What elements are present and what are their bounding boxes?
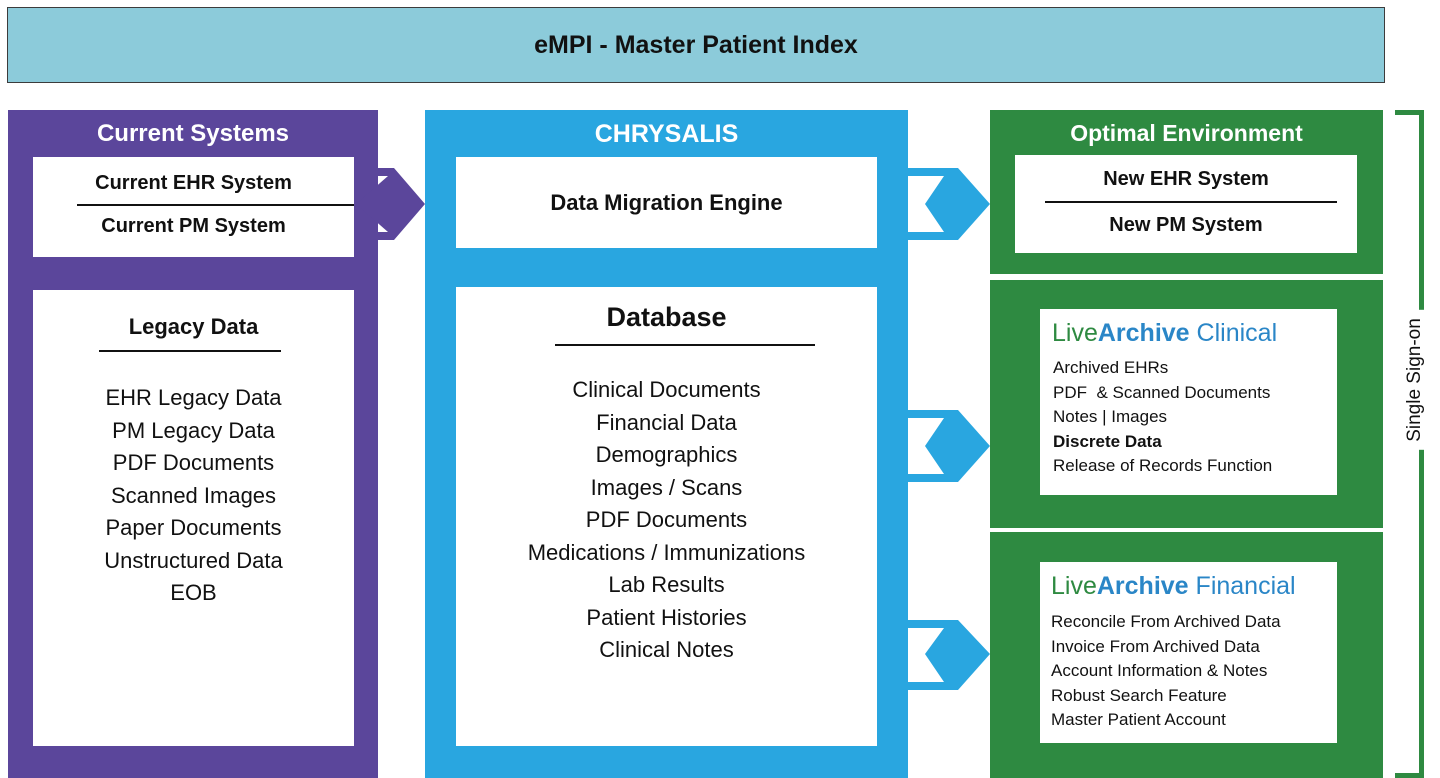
divider bbox=[99, 350, 281, 352]
chrysalis-panel: CHRYSALIS Data Migration Engine Database… bbox=[425, 110, 908, 778]
list-item: Demographics bbox=[595, 442, 738, 467]
logo-live: Live bbox=[1052, 319, 1098, 347]
list-item: Financial Data bbox=[596, 409, 737, 435]
logo-suffix: Financial bbox=[1195, 572, 1296, 600]
list-item: Medications / Immunizations bbox=[527, 539, 806, 565]
chrysalis-title: CHRYSALIS bbox=[594, 120, 739, 148]
sso-bracket-bottom bbox=[1395, 773, 1424, 778]
list-item: Robust Search Feature bbox=[1051, 685, 1227, 705]
logo-suffix: Clinical bbox=[1196, 319, 1278, 347]
new-systems-box: New EHR System New PM System bbox=[1015, 155, 1357, 253]
livearchive-financial-panel: LiveArchive Financial Reconcile From Arc… bbox=[990, 532, 1383, 778]
livearchive-financial-logo: LiveArchive Financial bbox=[1051, 572, 1296, 601]
legacy-data-title: Legacy Data bbox=[128, 314, 259, 339]
list-item: PDF & Scanned Documents bbox=[1053, 382, 1271, 402]
current-ehr-label: Current EHR System bbox=[95, 172, 292, 194]
current-systems-title: Current Systems bbox=[96, 120, 290, 147]
list-item: Reconcile From Archived Data bbox=[1051, 612, 1281, 631]
legacy-data-list: EHR Legacy Data PM Legacy Data PDF Docum… bbox=[33, 382, 354, 610]
empi-title: eMPI - Master Patient Index bbox=[534, 30, 858, 59]
livearchive-clinical-box: LiveArchive Clinical Archived EHRs PDF &… bbox=[1040, 309, 1337, 495]
legacy-data-box: Legacy Data EHR Legacy Data PM Legacy Da… bbox=[33, 290, 354, 746]
livearchive-clinical-logo: LiveArchive Clinical bbox=[1052, 319, 1277, 348]
list-item: Lab Results bbox=[608, 572, 725, 597]
list-item: PDF Documents bbox=[585, 507, 748, 532]
logo-archive: Archive bbox=[1096, 572, 1189, 600]
logo-archive: Archive bbox=[1097, 319, 1190, 347]
empi-header: eMPI - Master Patient Index bbox=[7, 7, 1385, 83]
list-item: Account Information & Notes bbox=[1051, 661, 1268, 680]
list-item: Discrete Data bbox=[1053, 431, 1162, 451]
list-item: PDF Documents bbox=[112, 450, 275, 475]
list-item: EHR Legacy Data bbox=[105, 385, 282, 410]
livearchive-financial-box: LiveArchive Financial Reconcile From Arc… bbox=[1040, 562, 1337, 743]
migration-engine-label: Data Migration Engine bbox=[550, 189, 783, 215]
arrow-current-to-chrysalis bbox=[356, 168, 425, 240]
sso-bracket-top bbox=[1395, 110, 1424, 115]
list-item: PM Legacy Data bbox=[112, 417, 275, 443]
livearchive-clinical-panel: LiveArchive Clinical Archived EHRs PDF &… bbox=[990, 280, 1383, 528]
list-item: Scanned Images bbox=[110, 482, 277, 508]
list-item: Images / Scans bbox=[590, 474, 743, 500]
clinical-feature-list: Archived EHRs PDF & Scanned Documents No… bbox=[1053, 356, 1272, 479]
list-item: Clinical Documents bbox=[572, 377, 761, 402]
divider bbox=[77, 204, 354, 206]
new-ehr-label: New EHR System bbox=[1103, 168, 1269, 190]
optimal-environment-panel: Optimal Environment New EHR System New P… bbox=[990, 110, 1383, 274]
financial-feature-list: Reconcile From Archived Data Invoice Fro… bbox=[1051, 610, 1281, 733]
migration-engine-box: Data Migration Engine bbox=[456, 157, 877, 248]
list-item: Patient Histories bbox=[586, 604, 747, 630]
current-systems-box: Current EHR System Current PM System bbox=[33, 157, 354, 257]
current-systems-panel: Current Systems Current EHR System Curre… bbox=[8, 110, 378, 778]
arrow-database-to-clinical bbox=[908, 410, 990, 482]
list-item: EOB bbox=[170, 580, 217, 605]
single-sign-on-label: Single Sign-on bbox=[1375, 310, 1440, 450]
list-item: Invoice From Archived Data bbox=[1051, 636, 1260, 656]
arrow-database-to-financial bbox=[908, 620, 990, 690]
arrow-chrysalis-to-optimal bbox=[908, 168, 990, 240]
current-pm-label: Current PM System bbox=[101, 215, 286, 237]
database-title: Database bbox=[606, 302, 727, 332]
list-item: Release of Records Function bbox=[1053, 456, 1273, 475]
new-pm-label: New PM System bbox=[1109, 214, 1263, 236]
list-item: Archived EHRs bbox=[1053, 358, 1169, 377]
list-item: Notes | Images bbox=[1053, 407, 1168, 426]
arrow-engine-to-database bbox=[652, 248, 712, 287]
single-sign-on-text: Single Sign-on bbox=[1404, 310, 1426, 450]
divider bbox=[1045, 201, 1337, 203]
database-box: Database Clinical Documents Financial Da… bbox=[456, 287, 877, 746]
list-item: Paper Documents bbox=[105, 515, 282, 540]
logo-live: Live bbox=[1051, 572, 1097, 600]
divider bbox=[555, 344, 815, 346]
list-item: Unstructured Data bbox=[104, 547, 283, 573]
optimal-environment-title: Optimal Environment bbox=[1070, 120, 1303, 146]
list-item: Master Patient Account bbox=[1051, 710, 1226, 729]
list-item: Clinical Notes bbox=[599, 637, 734, 662]
database-list: Clinical Documents Financial Data Demogr… bbox=[456, 374, 877, 667]
